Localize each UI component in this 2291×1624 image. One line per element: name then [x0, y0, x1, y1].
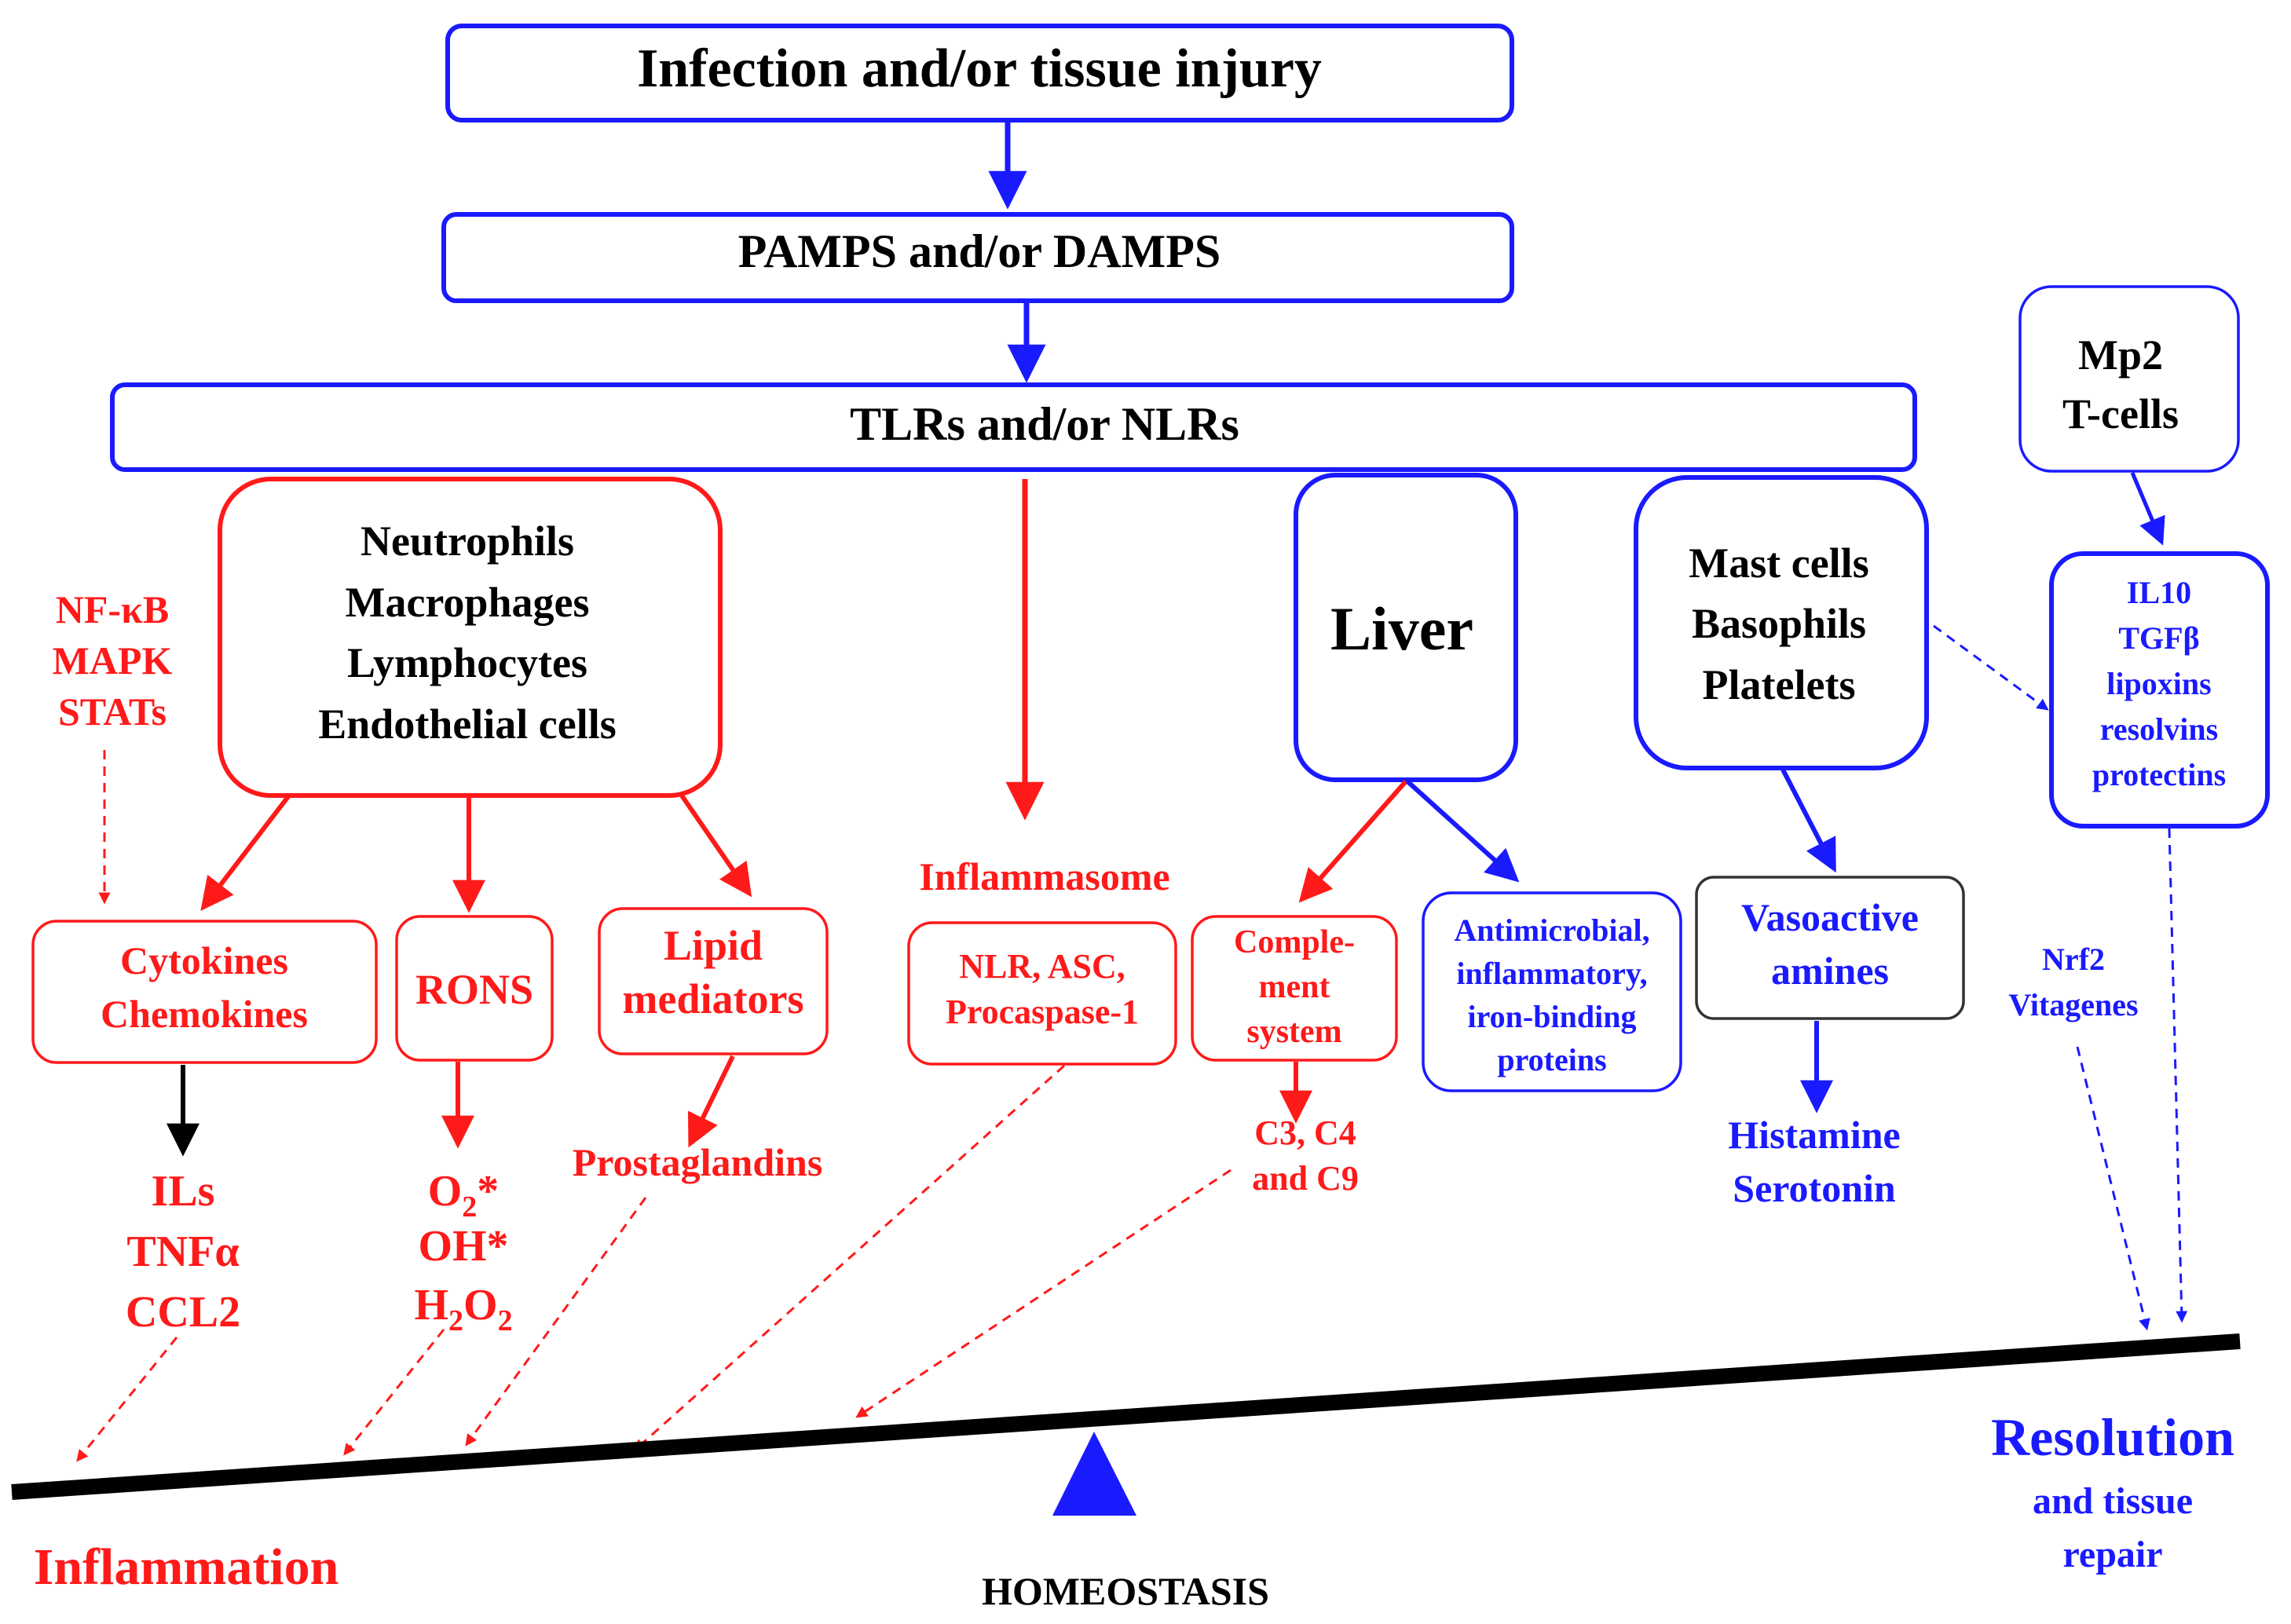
cells-lymphocytes: Lymphocytes	[347, 639, 587, 686]
signaling-mapk: MAPK	[53, 638, 173, 682]
arrow-mast-vasoactive	[1780, 768, 1836, 873]
cytokine-products: ILs TNFα CCL2	[126, 1167, 240, 1337]
resolvers-node: IL10 TGFβ lipoxins resolvins protectins	[2049, 551, 2270, 828]
lipid-label: Lipid	[664, 922, 763, 969]
mast-cells-node: Mast cells Basophils Platelets	[1634, 475, 1929, 770]
resolution-line2: repair	[2062, 1534, 2162, 1575]
pamps-node: PAMPS and/or DAMPS	[441, 212, 1514, 303]
inflammasome-node: NLR, ASC, Procaspase-1	[907, 921, 1177, 1066]
signaling-stats: STATs	[58, 689, 167, 733]
product-oh: OH*	[418, 1222, 508, 1271]
complement-c9: and C9	[1252, 1159, 1359, 1198]
vasoactive-line1: Vasoactive	[1741, 895, 1919, 939]
cytokines-label: Cytokines	[120, 938, 288, 982]
resolver-tgfb: TGFβ	[2118, 620, 2199, 656]
product-ccl2: CCL2	[126, 1288, 240, 1337]
arrow-nrf2-resolution	[2076, 1046, 2150, 1331]
mp2-label: Mp2	[2078, 331, 2163, 379]
amine-histamine: Histamine	[1728, 1113, 1900, 1157]
tlrs-node: TLRs and/or NLRs	[110, 382, 1917, 472]
chemokines-label: Chemokines	[101, 992, 308, 1036]
product-o2: O2*	[428, 1167, 500, 1223]
platelets-label: Platelets	[1703, 661, 1856, 708]
homeostasis-label: HOMEOSTASIS	[982, 1569, 1269, 1613]
nrf2-label: Nrf2	[2042, 942, 2105, 977]
resolution-line1: and tissue	[2033, 1480, 2193, 1522]
product-h2o2: H2O2	[414, 1281, 512, 1337]
mediators-label: mediators	[623, 975, 804, 1022]
arrow-mp2-resolvers	[2130, 472, 2165, 546]
nrf2-labels: Nrf2 Vitagenes	[2008, 942, 2138, 1022]
complement-line1: Comple-	[1234, 924, 1355, 960]
mp2-node: Mp2 T-cells	[2018, 285, 2240, 473]
liver-label: Liver	[1330, 594, 1473, 663]
balance-beam	[11, 1333, 2241, 1500]
resolution-label: Resolution	[1991, 1407, 2234, 1467]
proteins-line3: iron-binding	[1468, 999, 1637, 1034]
cells-endothelial: Endothelial cells	[318, 700, 617, 748]
product-tnfa: TNFα	[126, 1227, 239, 1276]
product-ils: ILs	[152, 1167, 215, 1216]
arrow-cells-lipid	[679, 794, 752, 898]
signaling-nfkb: NF-κB	[56, 587, 169, 631]
resolver-resolvins: resolvins	[2100, 711, 2218, 747]
fulcrum-triangle	[1052, 1432, 1136, 1516]
pamps-label: PAMPS and/or DAMPS	[738, 225, 1221, 277]
resolver-lipoxins: lipoxins	[2106, 666, 2211, 701]
signaling-labels: NF-κB MAPK STATs	[53, 587, 173, 733]
amine-serotonin: Serotonin	[1733, 1166, 1896, 1210]
arrow-lipid-prostaglandins	[687, 1055, 735, 1148]
arrow-liver-proteins	[1405, 779, 1520, 883]
arrow-inflammasome-balance	[633, 1064, 1066, 1452]
arrow-prostaglandins-balance	[465, 1197, 647, 1447]
cytokines-node: Cytokines Chemokines	[31, 920, 378, 1064]
infection-label: Infection and/or tissue injury	[637, 38, 1322, 99]
cells-macrophages: Macrophages	[346, 579, 590, 626]
resolver-il10: IL10	[2127, 575, 2191, 610]
resolver-protectins: protectins	[2092, 757, 2226, 792]
tlrs-label: TLRs and/or NLRs	[850, 398, 1239, 450]
cells-neutrophils: Neutrophils	[360, 518, 574, 565]
complement-c3-c4: C3, C4	[1254, 1114, 1356, 1152]
basophils-label: Basophils	[1692, 600, 1866, 647]
t-cells-label: T-cells	[2062, 390, 2179, 437]
proteins-node: Antimicrobial, inflammatory, iron-bindin…	[1422, 891, 1682, 1092]
liver-node: Liver	[1294, 473, 1518, 782]
complement-line3: system	[1246, 1014, 1341, 1050]
vasoactive-line2: amines	[1771, 949, 1889, 993]
complement-node: Comple- ment system	[1191, 915, 1398, 1062]
product-prostaglandins: Prostaglandins	[573, 1140, 823, 1184]
proteins-line4: proteins	[1497, 1042, 1606, 1077]
arrow-cells-cytokines	[200, 794, 291, 912]
proteins-line2: inflammatory,	[1456, 956, 1647, 991]
arrow-complement-balance	[855, 1169, 1232, 1418]
vasoactive-node: Vasoactive amines	[1695, 876, 1965, 1020]
arrow-rons-products-balance	[343, 1329, 445, 1456]
inflammasome-title: Inflammasome	[919, 854, 1169, 898]
inflammation-label: Inflammation	[34, 1538, 339, 1596]
lipid-node: Lipid mediators	[598, 907, 829, 1055]
arrow-cytokine-products-balance	[76, 1337, 178, 1462]
inflammasome-nlr-asc: NLR, ASC,	[959, 947, 1125, 986]
complement-line2: ment	[1259, 969, 1330, 1005]
mast-cells-label: Mast cells	[1689, 540, 1868, 587]
proteins-line1: Antimicrobial,	[1454, 913, 1649, 948]
rons-node: RONS	[395, 915, 554, 1062]
arrow-mast-resolvers	[1933, 624, 2049, 711]
infection-node: Infection and/or tissue injury	[445, 24, 1514, 123]
vitagenes-label: Vitagenes	[2008, 987, 2138, 1022]
immune-cells-node: Neutrophils Macrophages Lymphocytes Endo…	[218, 477, 723, 798]
arrow-resolvers-resolution	[2168, 828, 2188, 1323]
rons-label: RONS	[415, 966, 533, 1013]
rons-products: O2* OH* H2O2	[414, 1167, 512, 1337]
inflammasome-procaspase: Procaspase-1	[946, 993, 1139, 1031]
arrow-liver-complement	[1298, 780, 1408, 903]
